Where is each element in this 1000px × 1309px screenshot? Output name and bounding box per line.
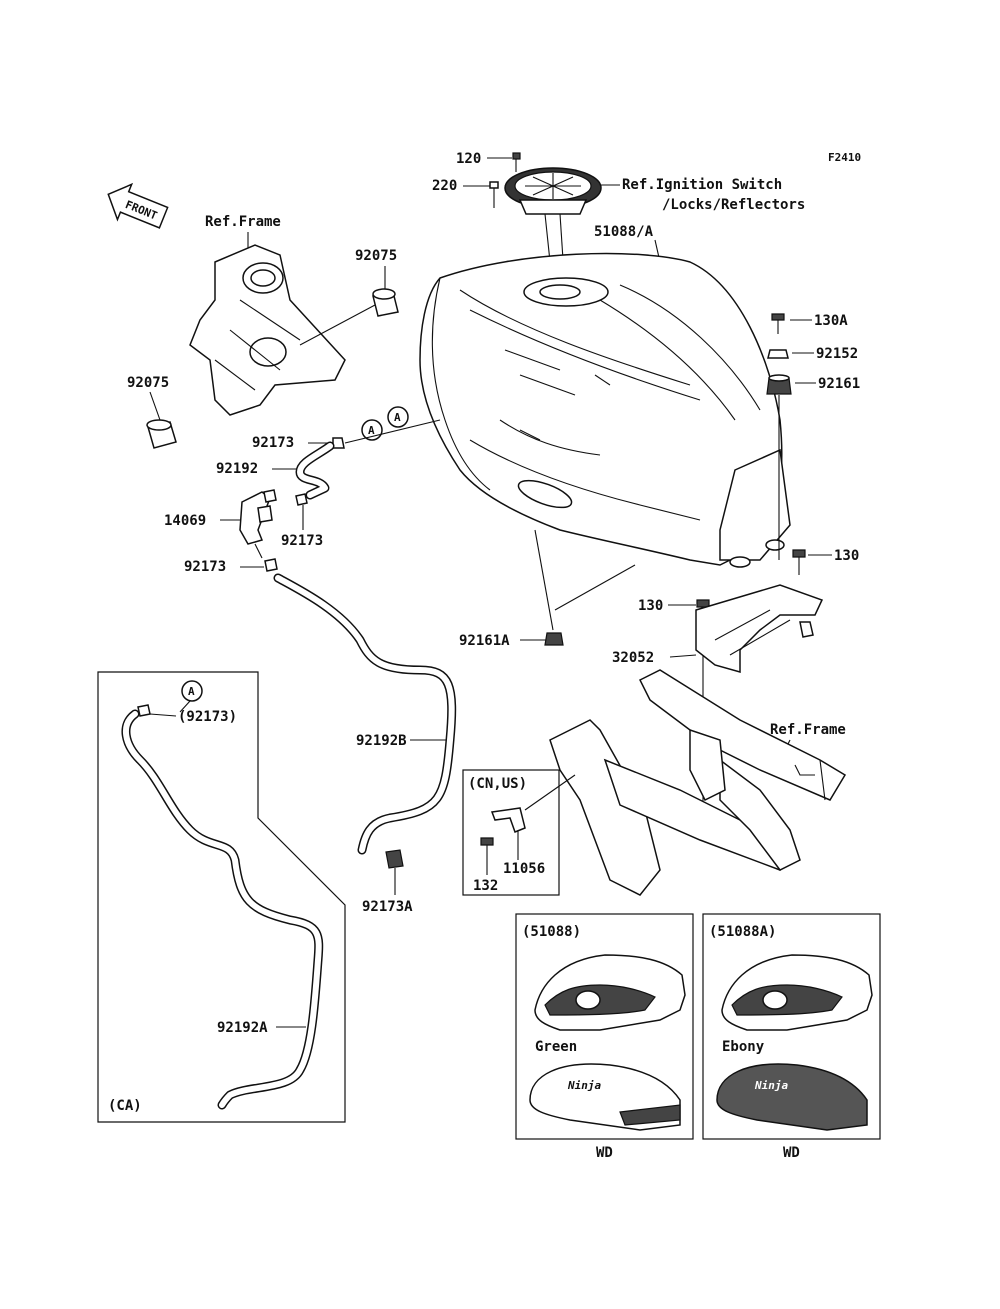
collar-92152 [767, 349, 789, 359]
bolt-130a [771, 313, 785, 334]
ca-callout-92192a: 92192A [217, 1020, 268, 1036]
bolt-132 [480, 837, 494, 875]
variant-51088-color: Green [535, 1039, 577, 1055]
variant-51088a-code: WD [783, 1145, 800, 1161]
tank-side-view-51088: Ninja [529, 1063, 681, 1131]
variant-51088-part: (51088) [522, 924, 581, 940]
bracket-32052 [695, 584, 824, 673]
bushing-left [146, 419, 177, 449]
bushing-top [372, 288, 399, 317]
marker-a-ca: A [181, 680, 203, 702]
hose-92192 [295, 441, 335, 500]
callout-132: 132 [473, 878, 498, 894]
bracket-11056 [490, 807, 526, 860]
svg-text:A: A [394, 411, 401, 424]
callout-120: 120 [456, 151, 481, 167]
variant-51088a-color: Ebony [722, 1039, 765, 1055]
clamp-ca [137, 704, 151, 717]
diagram-code: F2410 [828, 151, 861, 164]
svg-text:A: A [368, 424, 375, 437]
callout-92152: 92152 [816, 346, 858, 362]
canister-14069 [239, 489, 277, 559]
callout-92173-a: 92173 [252, 435, 294, 451]
marker-a-2: A [387, 406, 409, 428]
hose-92192b [273, 573, 457, 855]
frame-bracket-top [189, 244, 376, 416]
callout-130-right: 130 [834, 548, 859, 564]
callout-92173-b: 92173 [281, 533, 323, 549]
cn-us-box [462, 769, 560, 896]
tank-top-view-51088a [721, 954, 873, 1031]
callout-92075-top: 92075 [355, 248, 397, 264]
clip-92173a [385, 849, 404, 869]
screw-220 [489, 181, 499, 208]
bolt-130-right [792, 549, 806, 575]
fuel-tank [419, 252, 791, 568]
variant-51088a-logo: Ninja [754, 1079, 788, 1092]
clamp-92173-b [295, 493, 308, 506]
damper-92161a [544, 632, 564, 646]
damper-92161 [766, 374, 792, 395]
variant-51088-code: WD [596, 1145, 613, 1161]
front-arrow-icon: FRONT [107, 182, 169, 229]
ca-box [97, 671, 346, 1123]
variant-box-51088a [702, 913, 881, 1140]
frame-bottom [549, 669, 847, 896]
callout-92173a: 92173A [362, 899, 413, 915]
cn-us-label: (CN,US) [468, 776, 527, 792]
callout-92161: 92161 [818, 376, 860, 392]
callout-130a: 130A [814, 313, 848, 329]
tank-top-view-51088 [534, 954, 686, 1031]
variant-51088a-part: (51088A) [709, 924, 776, 940]
callout-92075-left: 92075 [127, 375, 169, 391]
tank-side-view-51088a: Ninja [716, 1063, 868, 1131]
bolt-120 [512, 152, 521, 172]
callout-11056: 11056 [503, 861, 545, 877]
callout-92192: 92192 [216, 461, 258, 477]
variant-51088-logo: Ninja [567, 1079, 601, 1092]
callout-14069: 14069 [164, 513, 206, 529]
callout-220: 220 [432, 178, 457, 194]
ca-label: (CA) [108, 1098, 142, 1114]
svg-text:A: A [188, 685, 195, 698]
callout-92192b: 92192B [356, 733, 407, 749]
variant-box-51088 [515, 913, 694, 1140]
fuel-cap [504, 167, 602, 291]
ref-frame-bottom-label: Ref.Frame [770, 722, 846, 738]
ref-ignition-label-2: /Locks/Reflectors [662, 197, 805, 213]
hose-92192a [121, 709, 324, 1110]
ref-ignition-label: Ref.Ignition Switch [622, 177, 782, 193]
clamp-92173-c [264, 558, 278, 572]
clamp-92173-a [332, 437, 345, 449]
callout-51088a: 51088/A [594, 224, 654, 240]
ca-callout-92173: (92173) [178, 709, 237, 725]
callout-92173-c: 92173 [184, 559, 226, 575]
callout-32052: 32052 [612, 650, 654, 666]
callout-92161a: 92161A [459, 633, 510, 649]
callout-130-mid: 130 [638, 598, 663, 614]
ref-frame-top-label: Ref.Frame [205, 214, 281, 230]
